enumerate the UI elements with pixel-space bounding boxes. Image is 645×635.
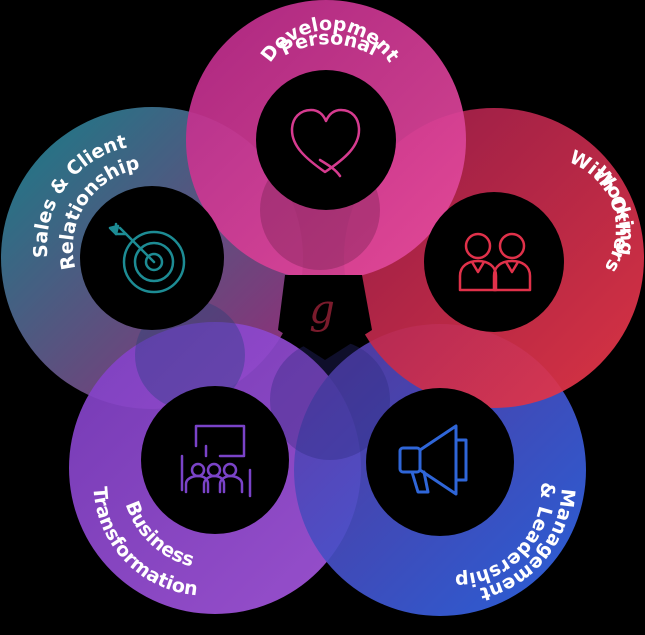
- hole-personal-development: [256, 70, 396, 210]
- center-area: [278, 275, 372, 360]
- hole-management-leadership: [366, 388, 514, 536]
- presentation-icon: [180, 424, 252, 498]
- target-icon: [108, 222, 186, 294]
- heart-icon: [290, 108, 361, 178]
- megaphone-icon: [398, 424, 468, 496]
- hole-business-transformation: [141, 386, 289, 534]
- hole-working-with-others: [424, 192, 564, 332]
- overlap-tint: [270, 340, 390, 460]
- people-icon: [458, 232, 532, 292]
- center-logo-mark: g: [309, 287, 335, 333]
- hole-sales-client-relationship: [80, 186, 224, 330]
